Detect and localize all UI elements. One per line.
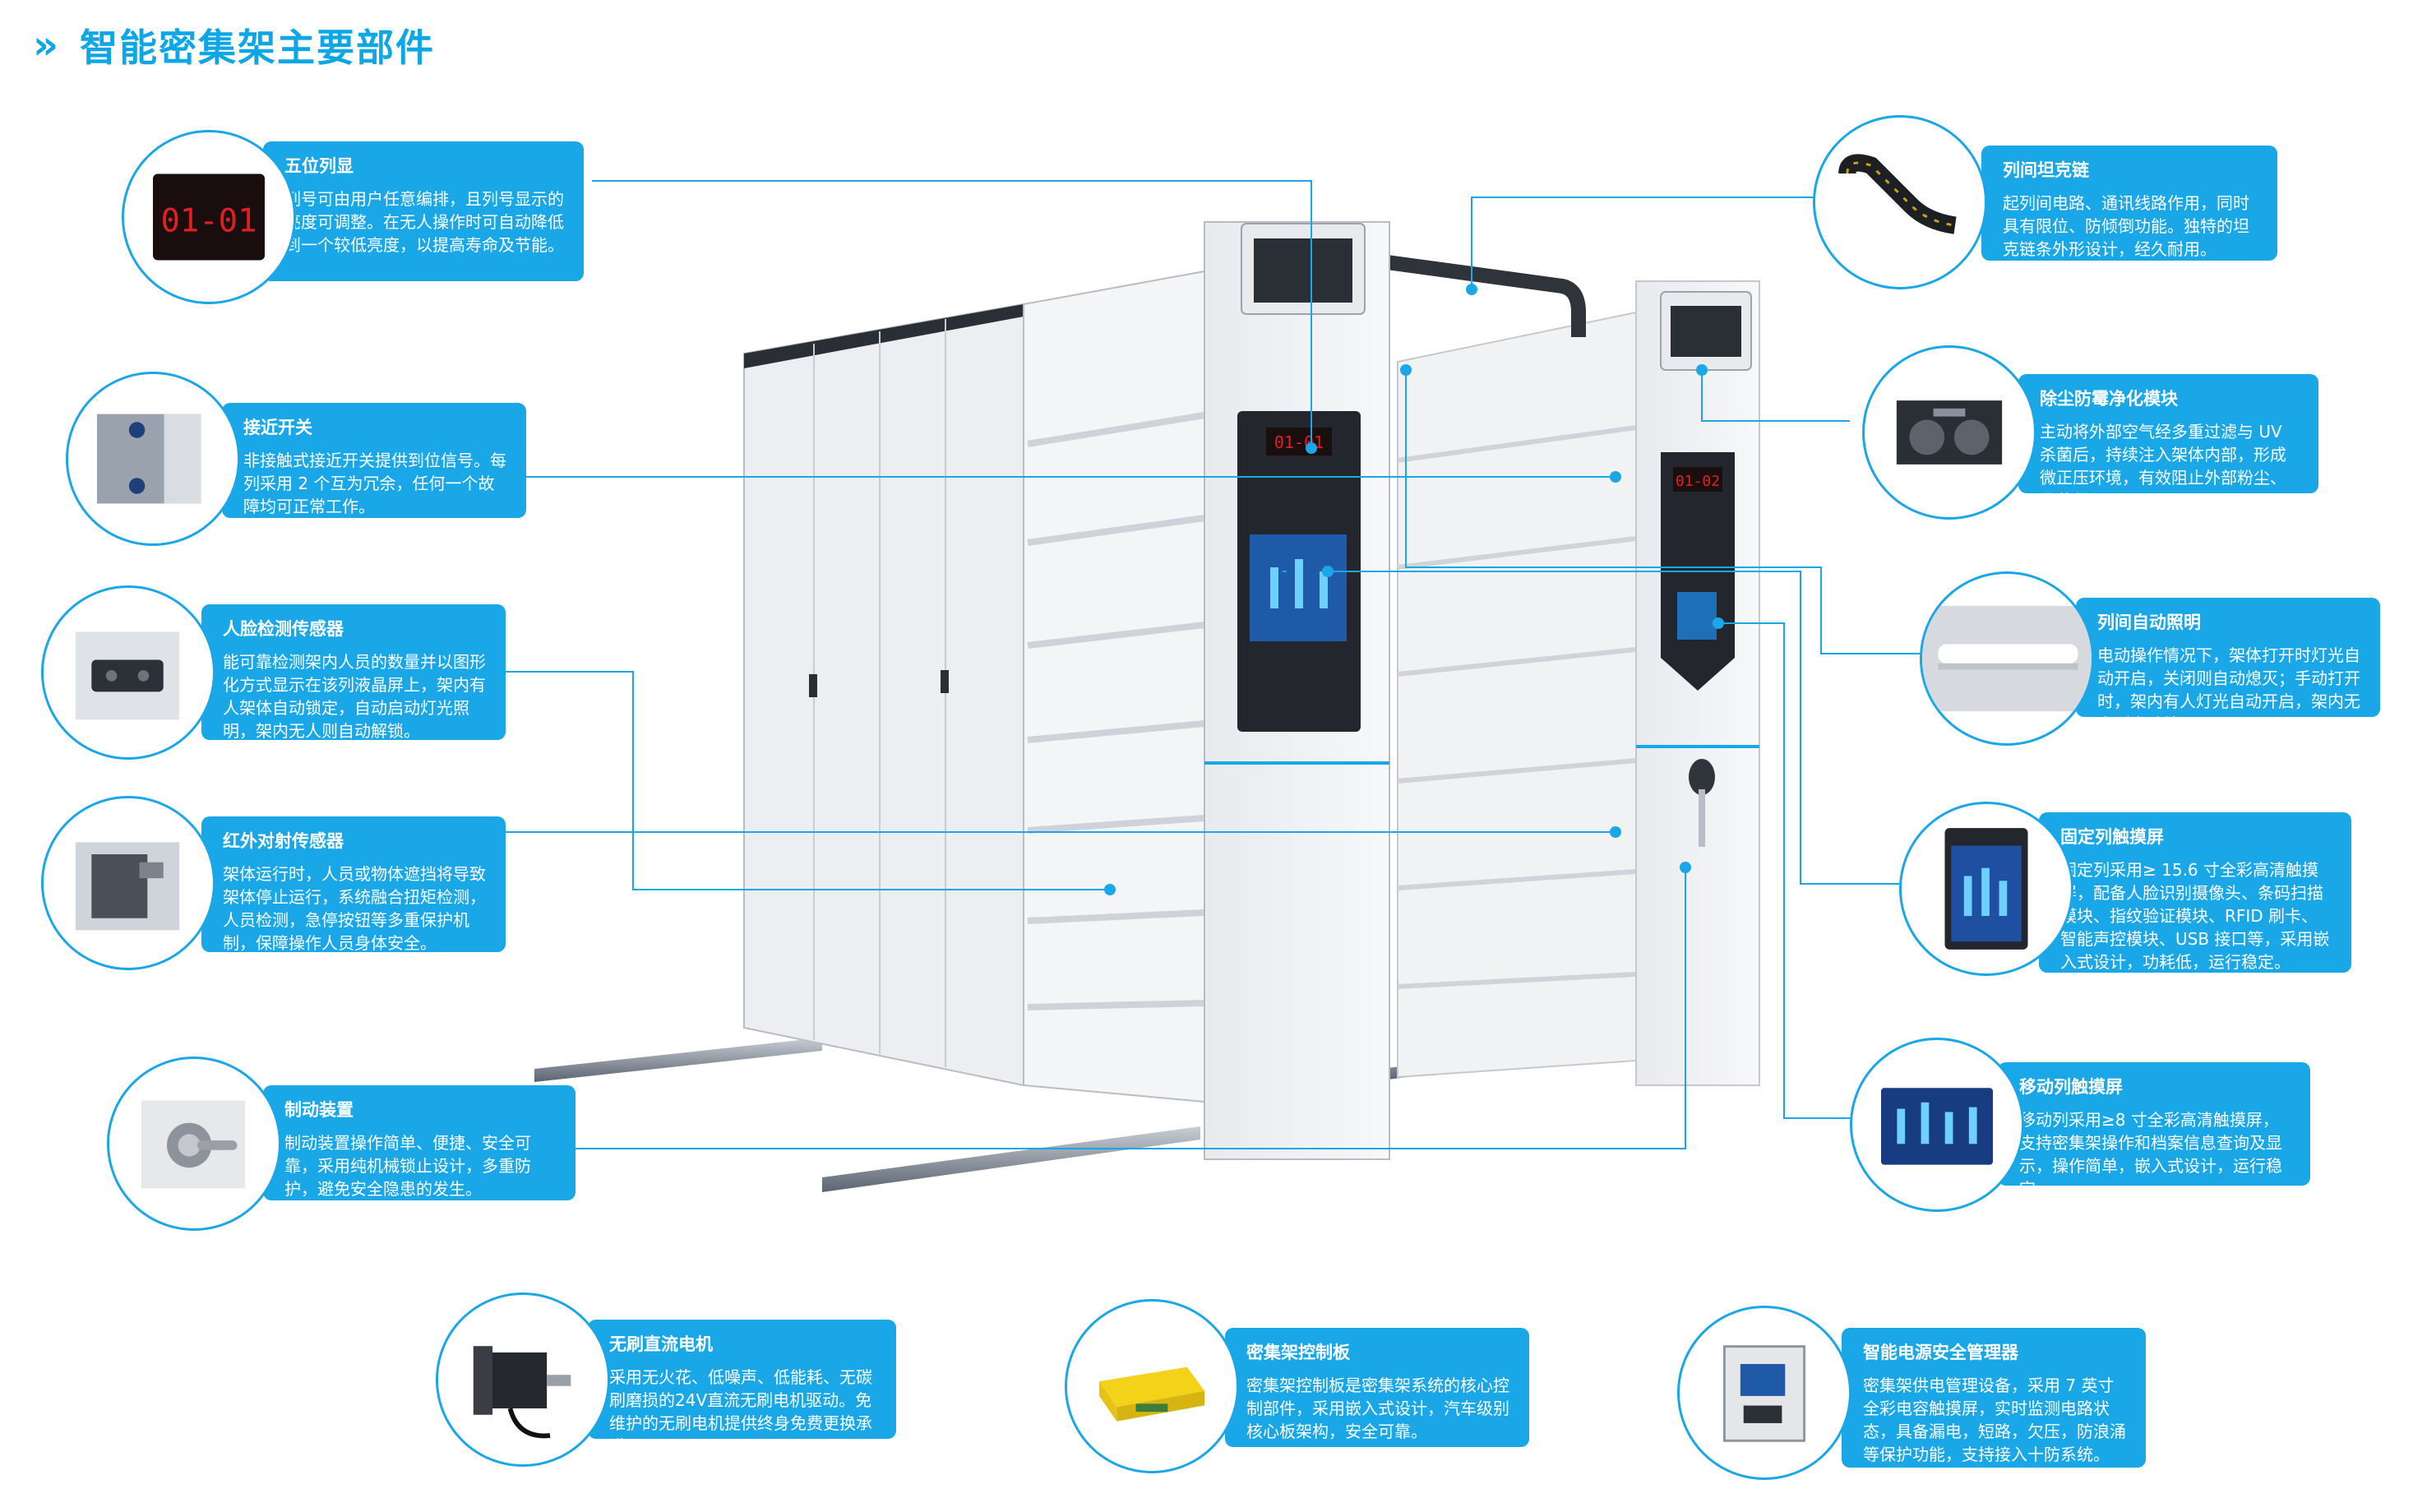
fixed-touchscreen-icon [1899,802,2073,976]
purifier-icon [1862,345,2036,520]
callout-desc: 架体运行时，人员或物体遮挡将导致架体停止运行，系统融合扭矩检测，人员检测，急停按… [223,864,486,953]
callout-desc: 非接触式接近开关提供到位信号。每列采用 2 个互为冗余，任何一个故障均可正常工作… [243,451,506,516]
callout-title: 列间自动照明 [2097,613,2201,632]
callout-title: 智能电源安全管理器 [1863,1343,2018,1362]
page-header: » 智能密集架主要部件 [33,18,435,72]
callout-desc: 密集架供电管理设备，采用 7 英寸全彩电容触摸屏，实时监测电路状态，具备漏电，短… [1863,1376,2126,1464]
drag-chain-icon [1813,115,1987,289]
proximity-switch-icon [66,372,240,546]
mobile-touchscreen-icon [1850,1038,2024,1212]
callout-desc: 固定列采用≥ 15.6 寸全彩高清触摸屏，配备人脸识别摄像头、条码扫描模块、指纹… [2060,860,2330,972]
front-shelf-unit: 01-01 [743,221,1390,1160]
callout-desc: 主动将外部空气经多重过滤与 UV 杀菌后，持续注入架体内部，形成微正压环境，有效… [2040,422,2286,511]
page-title: 智能密集架主要部件 [80,25,436,70]
callout-title: 列间坦克链 [2003,160,2089,180]
callout-title: 人脸检测传感器 [223,619,344,639]
motor-icon [436,1292,610,1467]
callout-desc: 列号可由用户任意编排，且列号显示的亮度可调整。在无人操作时可自动降低到一个较低亮… [284,189,564,255]
callout-title: 红外对射传感器 [223,831,344,851]
callout-title: 移动列触摸屏 [2019,1077,2123,1097]
brake-knob-icon [107,1057,281,1231]
sensor-icon [41,585,215,760]
rear-shelf-unit: 01-02 [1397,280,1760,1086]
callout-desc: 起列间电路、通讯线路作用，同时具有限位、防倾倒功能。独特的坦克链条外形设计，经久… [2003,193,2249,259]
drag-chain [1380,254,1586,337]
callout-title: 密集架控制板 [1246,1343,1350,1362]
callout-desc: 移动列采用≥8 寸全彩高清触摸屏，支持密集架操作和档案信息查询及显示，操作简单，… [2019,1110,2282,1199]
callout-desc: 密集架控制板是密集架系统的核心控制部件，采用嵌入式设计，汽车级别核心板架构，安全… [1246,1376,1509,1441]
callout-title: 五位列显 [284,156,354,176]
red-led-display-icon: 01-01 [122,130,296,304]
power-cabinet-icon [1677,1306,1851,1480]
callout-title: 接近开关 [243,418,312,437]
light-bar-icon [1920,571,2094,746]
infrared-sensor-icon [41,796,215,970]
rear-column-number: 01-02 [1676,473,1720,490]
callout-desc: 电动操作情况下，架体打开时灯光自动开启，关闭则自动熄灭；手动打开时，架内有人灯光… [2097,645,2360,734]
callout-title: 无刷直流电机 [609,1334,713,1354]
callout-desc: 采用无火花、低噪声、低能耗、无碳刷磨损的24V直流无刷电机驱动。免维护的无刷电机… [609,1367,872,1456]
callout-title: 固定列触摸屏 [2060,827,2164,847]
control-board-icon [1065,1299,1239,1473]
callout-desc: 制动装置操作简单、便捷、安全可靠，采用纯机械锁止设计，多重防护，避免安全隐患的发… [284,1133,531,1199]
callout-desc: 能可靠检测架内人员的数量并以图形化方式显示在该列液晶屏上，架内有人架体自动锁定，… [223,652,486,741]
connector-lines [493,180,1932,1149]
double-chevron-icon: » [33,22,59,68]
callout-title: 制动装置 [284,1100,354,1120]
svg-text:01-01: 01-01 [161,202,257,239]
callout-title: 除尘防霉净化模块 [2040,389,2178,409]
